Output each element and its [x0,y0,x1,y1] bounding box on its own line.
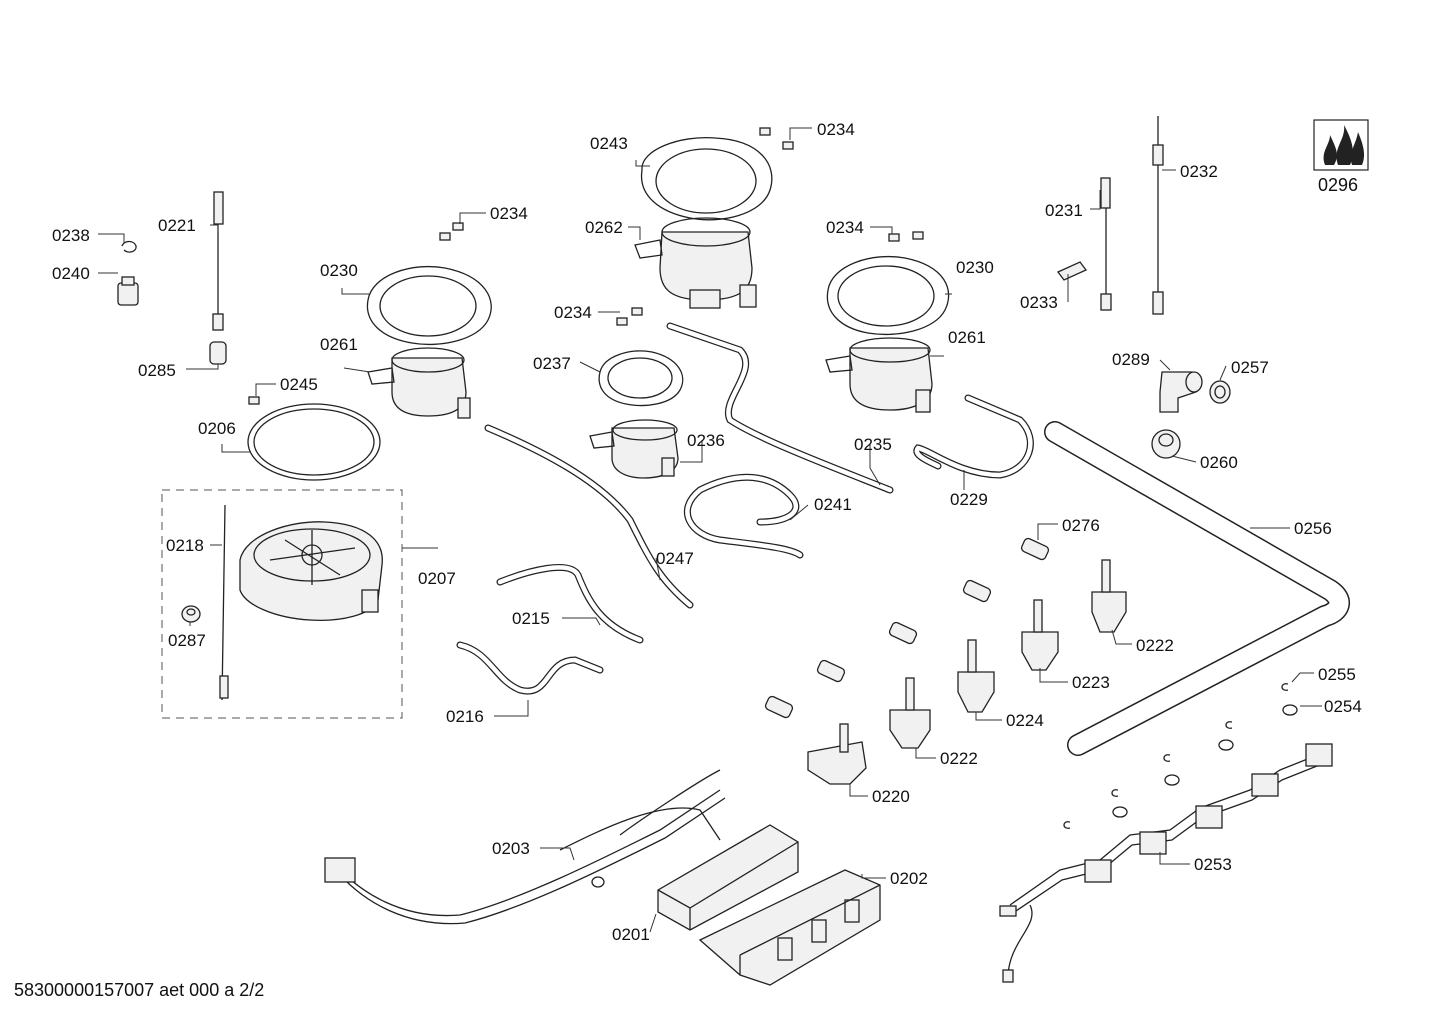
callout-0234: 0234 [817,120,855,139]
washer-0257 [1209,380,1231,404]
callout-0216: 0216 [446,707,484,726]
burner-cup-0261-right [825,337,933,413]
logo-label-0296: 0296 [1318,175,1358,195]
callout-0254: 0254 [1324,697,1362,716]
callout-0234: 0234 [826,218,864,237]
callout-0203: 0203 [492,839,530,858]
gas-tubes [456,322,1034,695]
leader-lines [98,127,1322,933]
nut-0287 [181,605,201,623]
callout-0215: 0215 [512,609,550,628]
elbow-fitting-0289 [1159,371,1203,413]
wiring-harness-0203 [324,769,726,925]
ignition-module-0201 [657,824,799,931]
callout-0218: 0218 [166,536,204,555]
burner-cup-0262 [634,217,757,309]
callout-0287: 0287 [168,631,206,650]
clip-0233 [1056,261,1088,281]
callout-0236: 0236 [687,431,725,450]
callout-0238: 0238 [52,226,90,245]
callout-0285: 0285 [138,361,176,380]
callout-0261: 0261 [948,328,986,347]
callout-0220: 0220 [872,787,910,806]
callout-0229: 0229 [950,490,988,509]
gasket-0230-right [826,255,950,336]
callout-0230: 0230 [956,258,994,277]
callout-0257: 0257 [1231,358,1269,377]
flame-logo [1313,119,1369,171]
callout-0289: 0289 [1112,350,1150,369]
wok-burner-0207 [161,489,403,719]
main-gas-pipe-0256 [1044,421,1350,756]
callout-labels: 0243 0234 0232 0221 0234 0238 0262 0234 … [52,120,1362,944]
callout-0237: 0237 [533,354,571,373]
callout-0231: 0231 [1045,201,1083,220]
callout-0221: 0221 [158,216,196,235]
callout-0222: 0222 [1136,636,1174,655]
gasket-0237 [598,350,684,407]
callout-0276: 0276 [1062,516,1100,535]
thermocouple-0218 [219,504,229,701]
callout-0230: 0230 [320,261,358,280]
callout-0201: 0201 [612,925,650,944]
callout-0234: 0234 [490,204,528,223]
callout-0207: 0207 [418,569,456,588]
callout-0256: 0256 [1294,519,1332,538]
callout-0241: 0241 [814,495,852,514]
callout-0232: 0232 [1180,162,1218,181]
burner-cup-0261-left [367,347,471,419]
callout-0206: 0206 [198,419,236,438]
gasket-0230-left [366,265,492,346]
cap-0285 [209,341,227,365]
ignition-module-0202 [698,869,881,986]
callout-0233: 0233 [1020,293,1058,312]
nozzle-plugs [764,537,1050,719]
callout-0262: 0262 [585,218,623,237]
callout-0234: 0234 [554,303,592,322]
callout-0202: 0202 [890,869,928,888]
thermocouple-0232 [1152,116,1164,315]
callout-0243: 0243 [590,134,628,153]
callout-0255: 0255 [1318,665,1356,684]
callout-0235: 0235 [854,435,892,454]
valve-fitting-0240 [117,276,139,306]
callout-0260: 0260 [1200,453,1238,472]
seal-ring-0206 [247,403,381,481]
burner-cup-0236 [589,419,679,479]
ignition-switch-harness-0253 [999,683,1333,983]
callout-0240: 0240 [52,264,90,283]
ignition-electrode-0221 [212,191,224,331]
callout-0245: 0245 [280,375,318,394]
callout-0223: 0223 [1072,673,1110,692]
callout-0222: 0222 [940,749,978,768]
callout-0224: 0224 [1006,711,1044,730]
gas-valves [807,559,1127,785]
document-footer: 58300000157007 aet 000 a 2/2 [14,980,265,1000]
screws [248,127,924,405]
gasket-0243 [640,136,773,221]
callout-0261: 0261 [320,335,358,354]
clip-0238 [121,240,137,253]
callout-0247: 0247 [656,549,694,568]
callout-0253: 0253 [1194,855,1232,874]
nut-0260 [1151,429,1181,459]
electrode-0231 [1100,177,1112,311]
